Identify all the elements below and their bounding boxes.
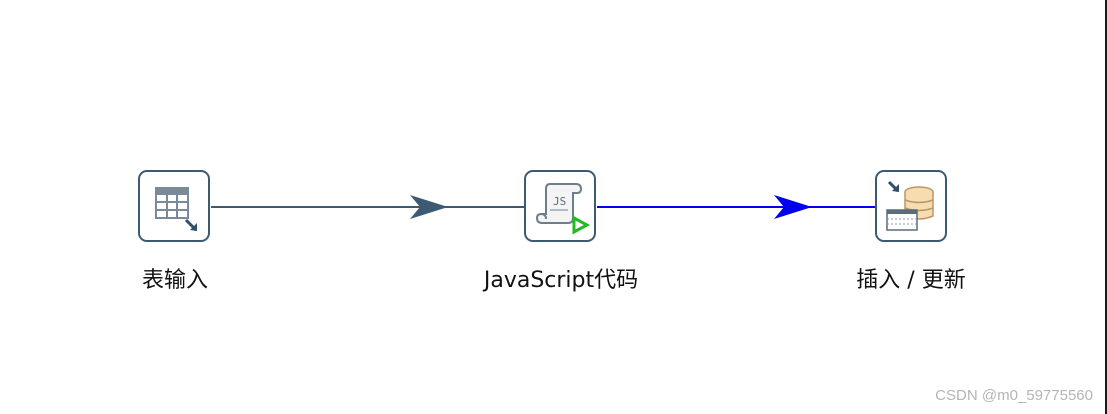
step-javascript[interactable]: JS bbox=[524, 170, 596, 242]
database-insert-update-icon bbox=[886, 180, 934, 231]
table-input-icon bbox=[155, 187, 198, 232]
canvas-right-border bbox=[1105, 0, 1107, 414]
step-insert-update[interactable] bbox=[875, 170, 947, 242]
javascript-scroll-icon: JS bbox=[535, 183, 591, 235]
hop-arrowhead bbox=[410, 195, 448, 219]
hop-arrowhead bbox=[774, 195, 812, 219]
step-label-table-input: 表输入 bbox=[141, 268, 209, 293]
step-label-javascript: JavaScript代码 bbox=[483, 268, 639, 293]
svg-text:JS: JS bbox=[553, 195, 566, 208]
step-table-input[interactable] bbox=[138, 170, 210, 242]
step-label-insert-update: 插入 / 更新 bbox=[856, 268, 966, 293]
watermark: CSDN @m0_59775560 bbox=[935, 387, 1093, 404]
